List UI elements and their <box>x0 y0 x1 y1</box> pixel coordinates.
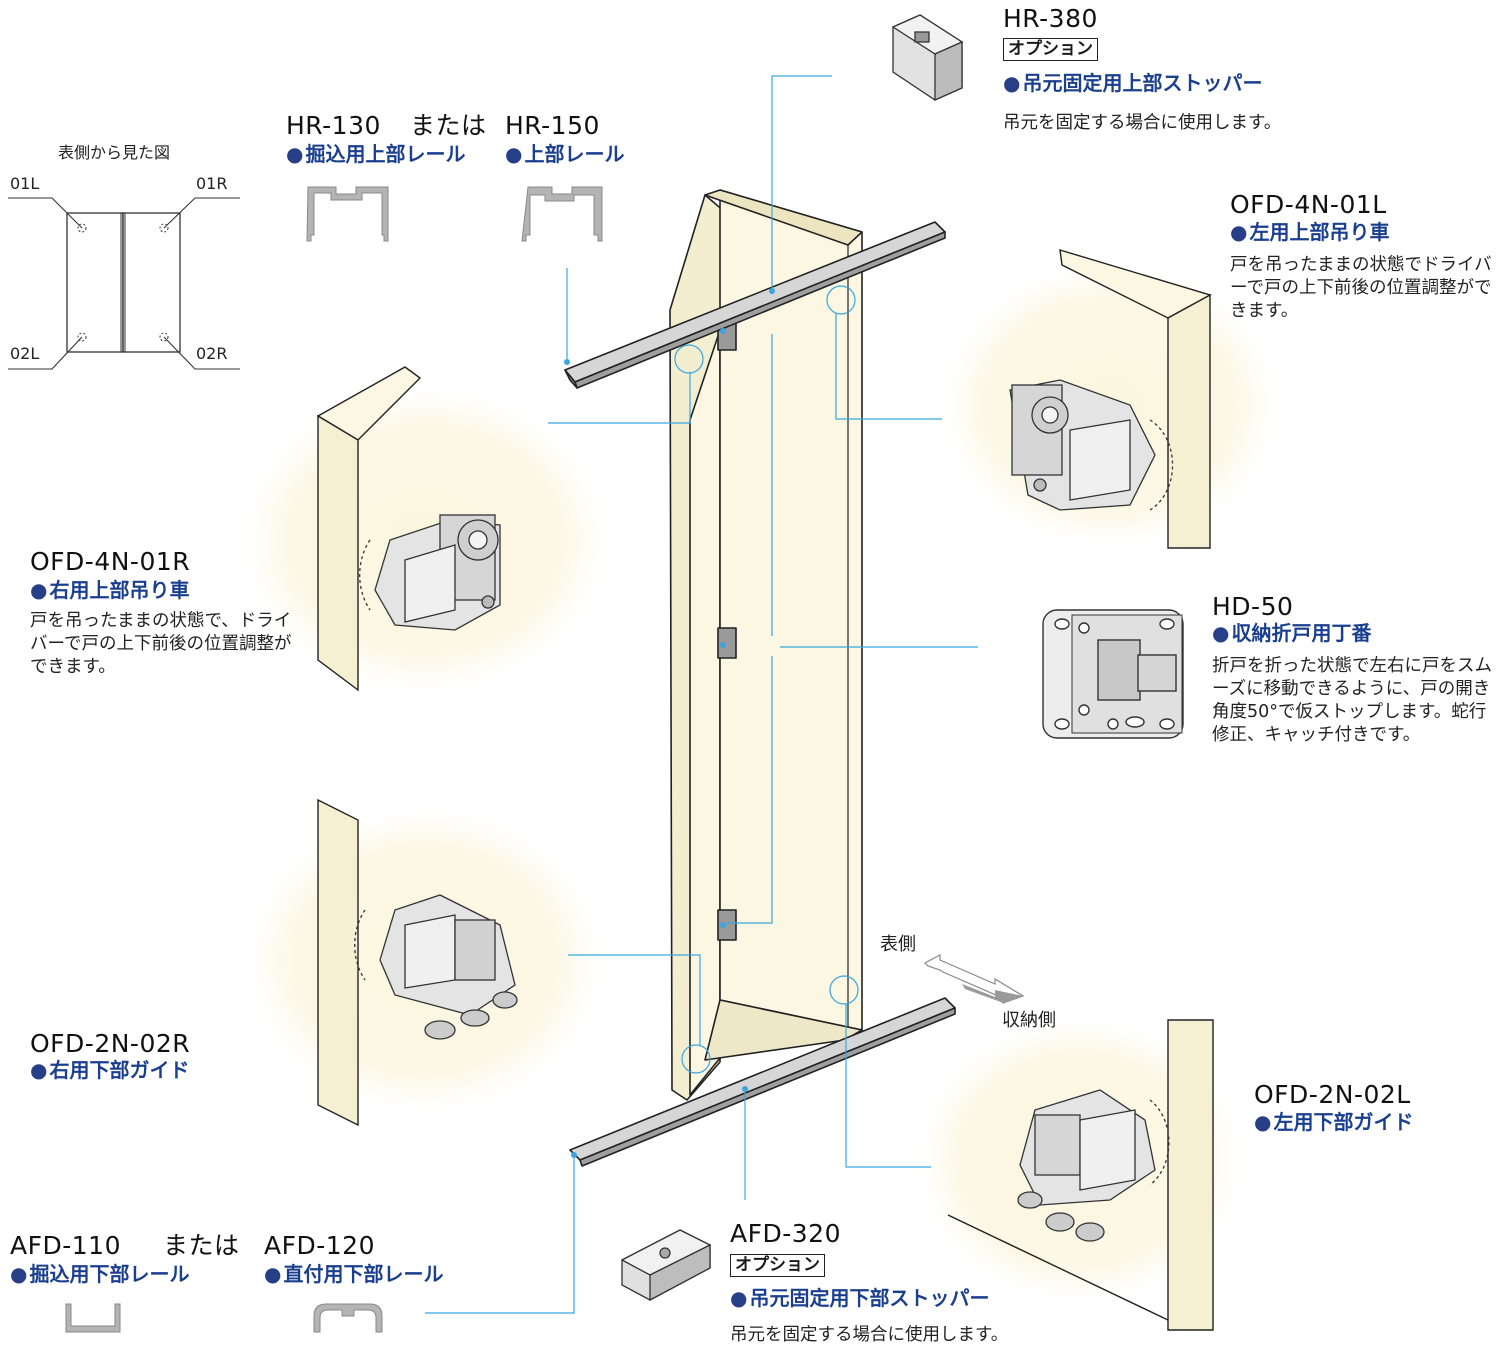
direction-storage-label: 収納側 <box>1002 1010 1056 1031</box>
afd320-desc: 吊元を固定する場合に使用します。 <box>730 1325 1009 1345</box>
afd320-stopper-image <box>620 1229 712 1302</box>
folding-door-assembly <box>564 189 956 1167</box>
door-edge-02l <box>947 1019 1214 1331</box>
label-01r: 01R <box>196 174 228 193</box>
afd120-model: AFD-120 <box>264 1231 375 1260</box>
hr130-profile <box>306 186 389 242</box>
leader-lines <box>425 75 978 1314</box>
ofd2n02l-model: OFD-2N-02L <box>1254 1080 1411 1109</box>
label-02r: 02R <box>196 344 228 363</box>
door-edge-02r <box>317 798 359 1127</box>
hr150-model: HR-150 <box>505 111 600 140</box>
ofd4n01l-sub: 左用上部吊り車 <box>1230 222 1389 242</box>
ofd4n01r-sub: 右用上部吊り車 <box>30 580 189 600</box>
hd50-desc: 折戸を折った状態で左右に戸をスムーズに移動できるように、戸の開き角度50°で仮ス… <box>1212 656 1492 746</box>
ofd4n01l-desc: 戸を吊ったままの状態でドライバーで戸の上下前後の位置調整ができます。 <box>1230 255 1492 322</box>
callout-circles <box>674 285 859 1074</box>
direction-arrow <box>924 954 1025 1004</box>
hr130-sub: 掘込用上部レール <box>286 144 465 164</box>
label-01l: 01L <box>10 174 40 193</box>
or-top: または <box>410 111 487 140</box>
ofd4n01l-hanger-image <box>1009 379 1174 511</box>
ofd2n02r-sub: 右用下部ガイド <box>30 1060 189 1080</box>
afd110-sub: 掘込用下部レール <box>10 1264 189 1284</box>
ofd4n01r-model: OFD-4N-01R <box>30 547 191 576</box>
hd50-hinge-image <box>1042 609 1184 739</box>
afd320-model: AFD-320 <box>730 1219 841 1248</box>
hd50-sub: 収納折戸用丁番 <box>1212 623 1371 643</box>
or-bottom: または <box>163 1231 240 1260</box>
direction-front-label: 表側 <box>880 934 916 955</box>
hr130-model: HR-130 <box>286 111 381 140</box>
door-edge-01l <box>1059 249 1212 549</box>
hr380-stopper-image <box>891 14 964 102</box>
hr380-option-badge: オプション <box>1003 38 1098 61</box>
afd120-sub: 直付用下部レール <box>264 1264 443 1284</box>
hr380-sub: 吊元固定用上部ストッパー <box>1003 73 1262 93</box>
hr150-sub: 上部レール <box>505 144 624 164</box>
hr150-profile <box>521 186 603 242</box>
ofd2n02l-sub: 左用下部ガイド <box>1254 1112 1413 1132</box>
leader-dots <box>564 288 775 1158</box>
ofd4n01r-hanger-image <box>359 514 501 631</box>
afd120-profile <box>313 1303 383 1333</box>
afd320-sub: 吊元固定用下部ストッパー <box>730 1288 989 1308</box>
afd110-profile <box>65 1303 121 1333</box>
afd320-option-badge: オプション <box>730 1254 825 1277</box>
ofd2n02l-guide-image <box>1017 1089 1170 1242</box>
ofd2n02r-guide-image <box>354 894 518 1040</box>
hd50-model: HD-50 <box>1212 592 1294 621</box>
label-02l: 02L <box>10 344 40 363</box>
hr380-model: HR-380 <box>1003 4 1098 33</box>
front-view-diagram <box>8 197 240 370</box>
ofd4n01r-desc: 戸を吊ったままの状態で、ドライバーで戸の上下前後の位置調整ができます。 <box>30 611 292 678</box>
hr380-desc: 吊元を固定する場合に使用します。 <box>1003 113 1282 133</box>
front-view-title: 表側から見た図 <box>58 143 171 162</box>
afd110-model: AFD-110 <box>10 1231 121 1260</box>
ofd2n02r-model: OFD-2N-02R <box>30 1029 191 1058</box>
door-edge-01r <box>316 366 422 692</box>
ofd4n01l-model: OFD-4N-01L <box>1230 190 1387 219</box>
